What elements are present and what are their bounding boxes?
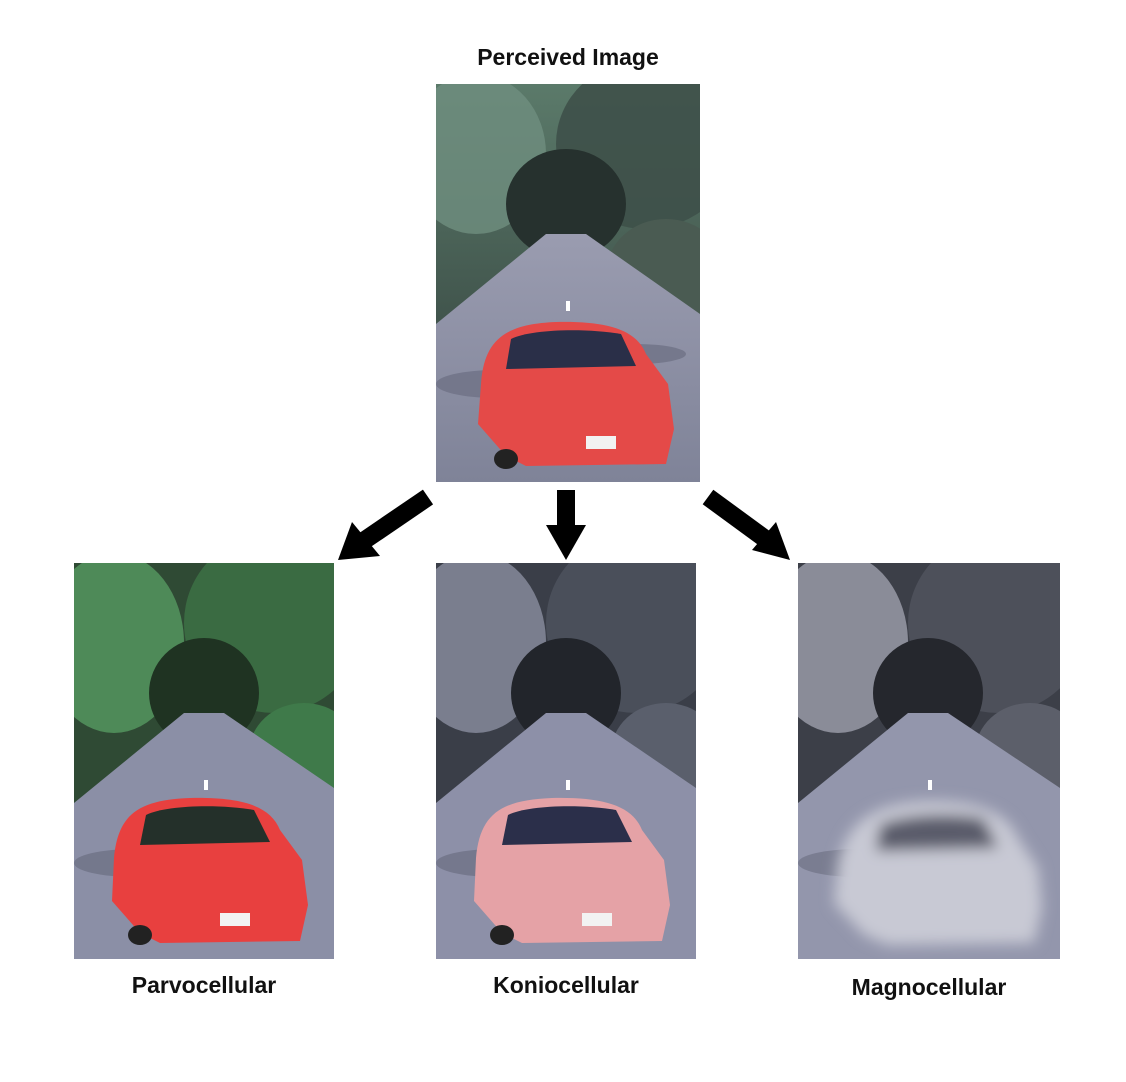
arrow-down [546,490,586,560]
koniocellular-image [436,563,696,959]
magnocellular-label: Magnocellular [851,974,1007,1000]
koniocellular-label: Koniocellular [493,972,639,998]
arrow-left [338,489,434,560]
perceived-image-scene [436,84,700,482]
car [478,321,674,469]
magnocellular-image [798,563,1060,959]
koniocellular-scene [436,563,696,959]
arrow-right [702,489,790,560]
perceived-image-label: Perceived Image [477,44,659,70]
perceived-image [436,84,700,482]
parvocellular-image [74,563,334,959]
parvocellular-label: Parvocellular [131,972,277,998]
parvocellular-scene [74,563,334,959]
magnocellular-scene [798,563,1060,959]
